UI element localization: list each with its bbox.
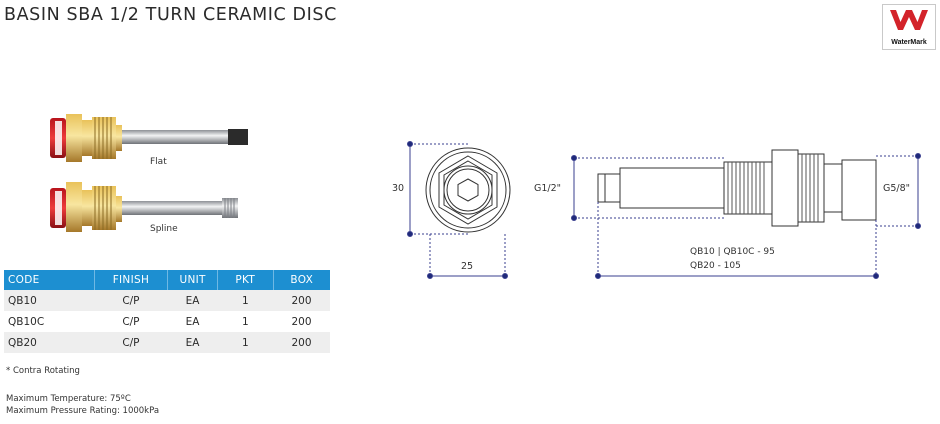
- watermark-logo: WaterMark: [882, 4, 936, 50]
- table-header-row: CODE FINISH UNIT PKT BOX: [4, 270, 330, 290]
- column-header: PKT: [217, 270, 274, 290]
- table-row: QB20 C/P EA 1 200: [4, 332, 330, 353]
- watermark-w-icon: [890, 10, 928, 30]
- table-cell: QB10: [4, 290, 95, 311]
- cartridge-flat: [50, 114, 248, 162]
- width-dimension: 25: [461, 261, 474, 272]
- product-images: [50, 114, 248, 232]
- product-label-spline: Spline: [150, 224, 178, 234]
- height-dimension: 30: [392, 183, 405, 194]
- column-header: FINISH: [94, 270, 169, 290]
- table-cell: 1: [217, 311, 273, 332]
- table-cell: QB20: [4, 332, 95, 353]
- end-view-dimensions: [407, 141, 508, 279]
- watermark-text: WaterMark: [891, 39, 927, 46]
- table-cell: QB10C: [4, 311, 95, 332]
- table-cell: EA: [167, 332, 218, 353]
- end-view: [425, 147, 511, 233]
- table-cell: 200: [273, 311, 330, 332]
- table-row: QB10 C/P EA 1 200: [4, 290, 330, 311]
- table-cell: C/P: [94, 332, 168, 353]
- side-view-dimensions: [571, 153, 921, 279]
- max-pressure-note: Maximum Pressure Rating: 1000kPa: [6, 406, 160, 416]
- table-cell: EA: [167, 290, 218, 311]
- table-cell: C/P: [94, 290, 168, 311]
- table-cell: EA: [167, 311, 218, 332]
- column-header: BOX: [273, 270, 330, 290]
- side-view: [597, 149, 877, 227]
- column-header: UNIT: [167, 270, 219, 290]
- contra-rotating-note: * Contra Rotating: [6, 366, 80, 376]
- length-dimension-qb20: QB20 - 105: [690, 261, 741, 271]
- product-label-flat: Flat: [150, 157, 167, 167]
- thread-right-dimension: G5/8": [883, 183, 911, 194]
- page-title: BASIN SBA 1/2 TURN CERAMIC DISC: [4, 5, 337, 25]
- length-dimension-qb10: QB10 | QB10C - 95: [690, 247, 775, 257]
- table-cell: 1: [217, 332, 273, 353]
- spec-table: CODE FINISH UNIT PKT BOX QB10 C/P EA 1 2…: [4, 270, 330, 353]
- table-cell: 200: [273, 290, 330, 311]
- table-cell: 1: [217, 290, 273, 311]
- thread-left-dimension: G1/2": [534, 183, 562, 194]
- cartridge-spline: [50, 182, 238, 232]
- column-header: CODE: [4, 270, 95, 290]
- table-cell: C/P: [94, 311, 168, 332]
- table-row: QB10C C/P EA 1 200: [4, 311, 330, 332]
- max-temperature-note: Maximum Temperature: 75ºC: [6, 394, 131, 404]
- table-cell: 200: [273, 332, 330, 353]
